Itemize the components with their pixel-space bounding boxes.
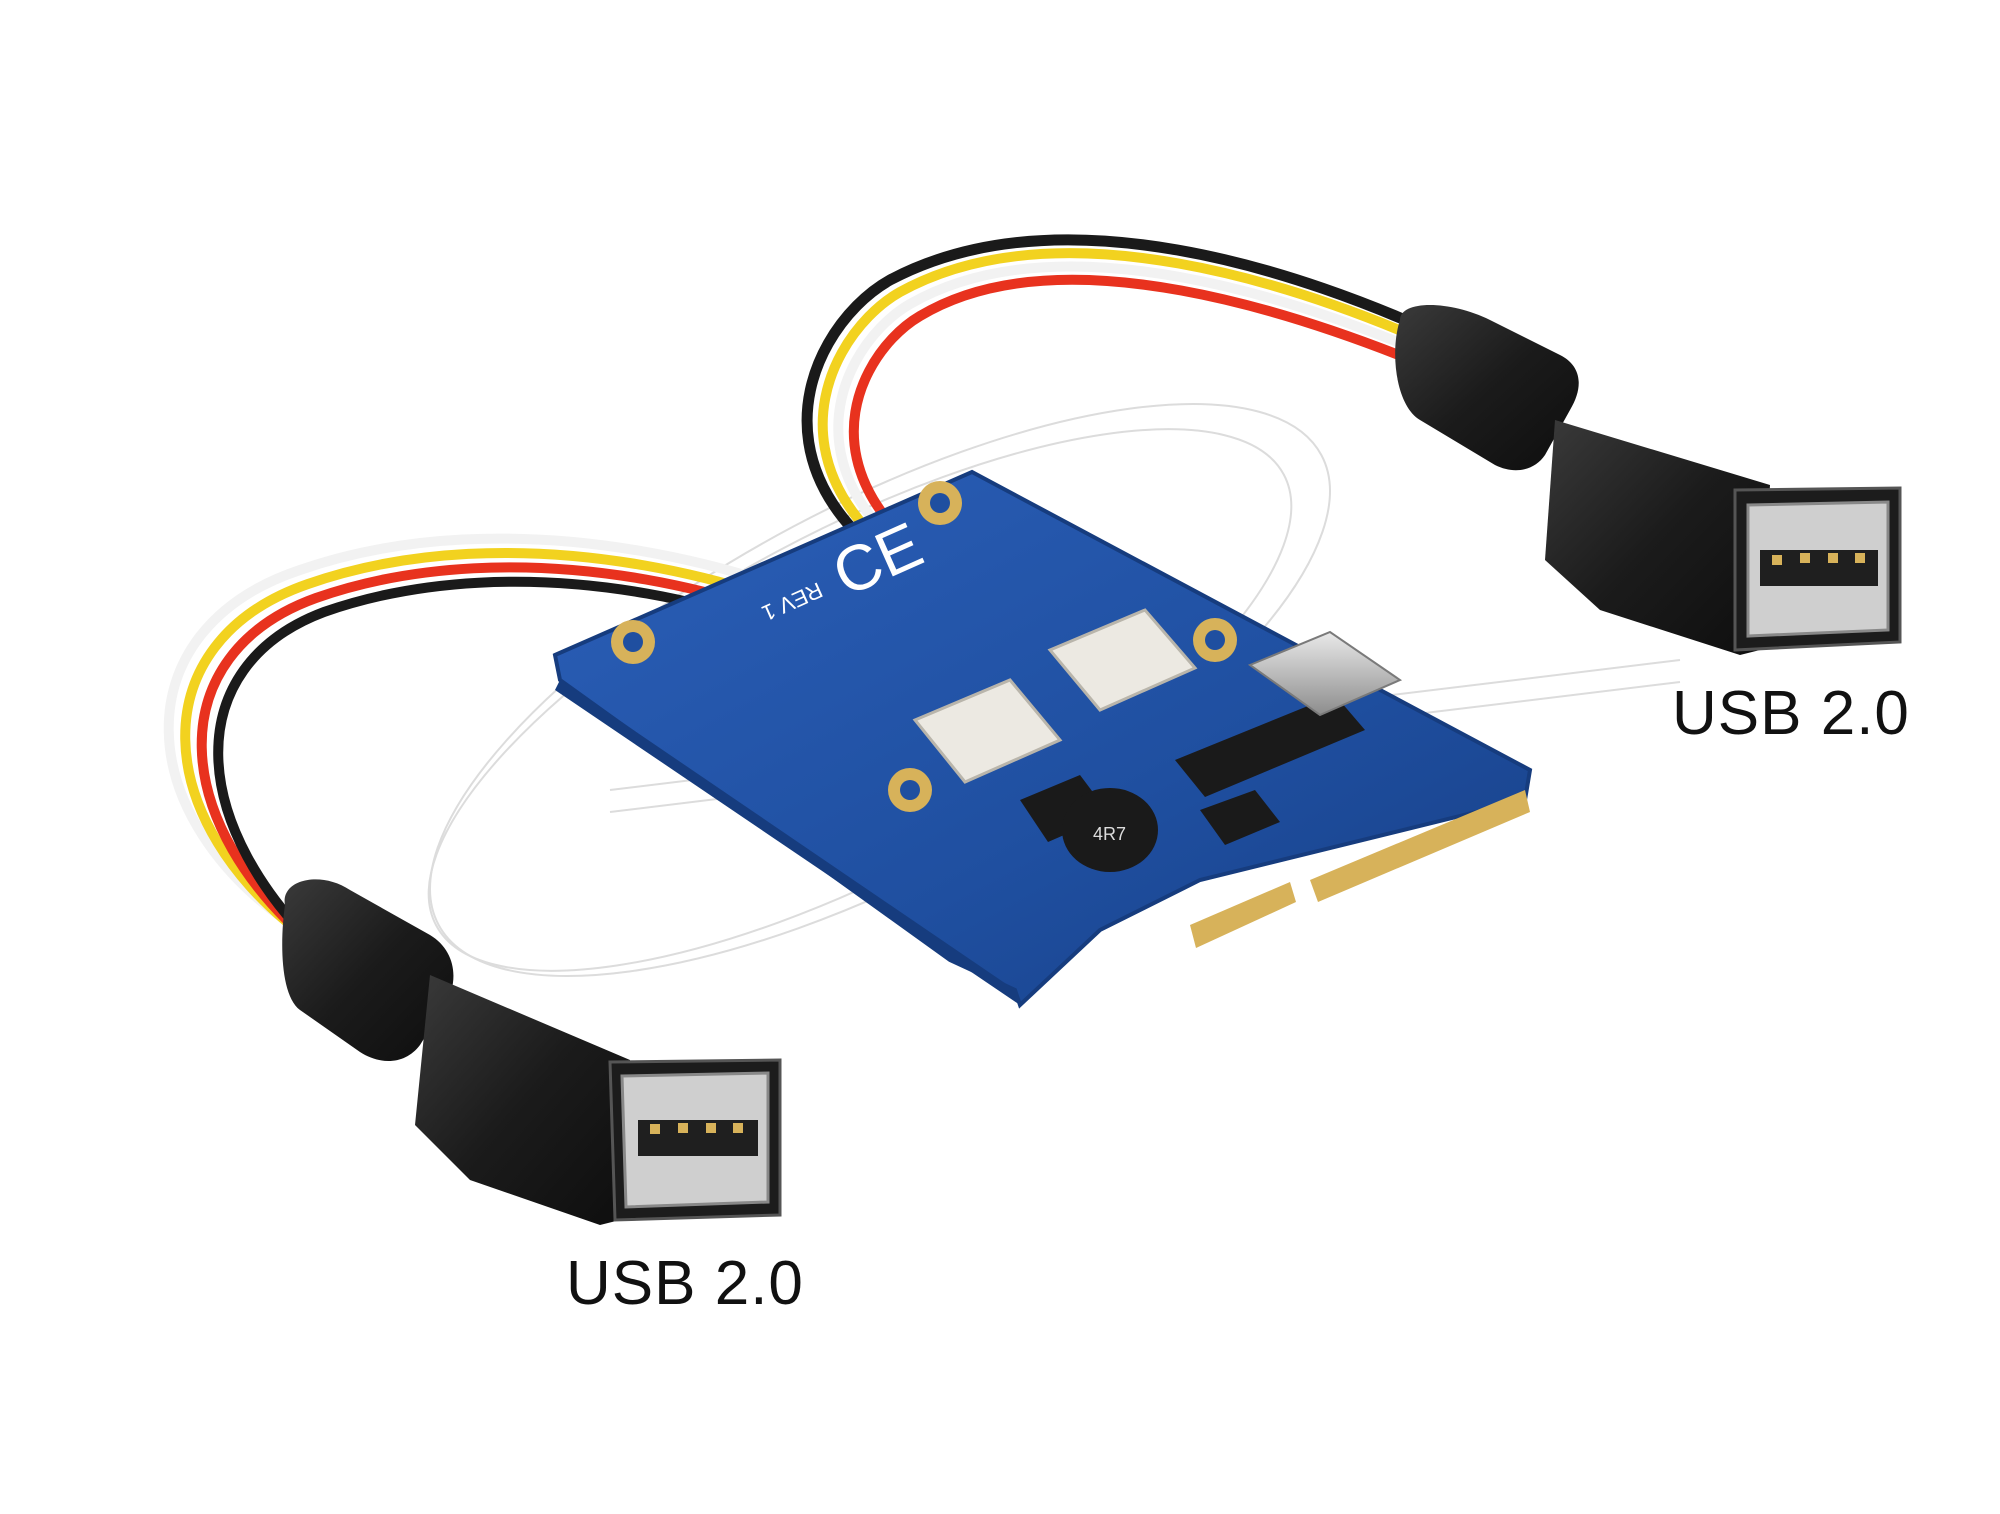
edge-connector [1190, 790, 1530, 948]
usb-label-right: USB 2.0 [1672, 679, 1910, 748]
mini-pcie-board: CE REV 1 4R7 [552, 469, 1533, 1009]
usb-label-left: USB 2.0 [566, 1249, 804, 1318]
usb-connector-right [1395, 305, 1902, 655]
mounting-holes [611, 481, 1237, 812]
cable-headers [912, 608, 1198, 784]
inductor-label: 4R7 [1093, 824, 1126, 844]
usb-connector-left [282, 879, 782, 1225]
components: 4R7 [1020, 630, 1403, 872]
